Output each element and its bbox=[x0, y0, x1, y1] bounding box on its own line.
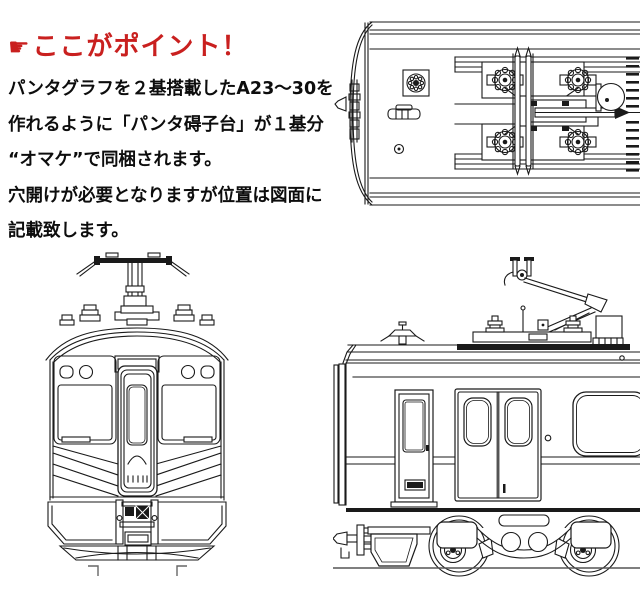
roof-pantograph-assembly bbox=[481, 46, 640, 176]
side-view-drawing bbox=[333, 257, 640, 577]
side-double-doors bbox=[454, 388, 542, 502]
front-view-drawing bbox=[45, 252, 229, 576]
callout-heading-text: ここがポイント！ bbox=[32, 32, 249, 62]
front-center-door bbox=[117, 365, 158, 497]
front-body bbox=[49, 355, 225, 501]
roof-walkway-dashes bbox=[626, 57, 639, 172]
pointing-finger-icon: ☛ bbox=[8, 33, 31, 61]
roof-vents bbox=[387, 69, 430, 155]
side-cab-door bbox=[390, 389, 438, 508]
side-coupler-skirt bbox=[333, 524, 431, 567]
front-pantograph bbox=[76, 252, 190, 313]
side-roof-antenna bbox=[380, 321, 425, 345]
side-bogie bbox=[428, 514, 620, 577]
side-pantograph bbox=[457, 257, 630, 350]
callout-line: “オマケ”で同梱されます。 bbox=[8, 150, 222, 170]
front-roof bbox=[45, 304, 229, 363]
callout-body: パンタグラフを２基搭載したA23～30を 作れるように「パンタ碍子台」が１基分 … bbox=[8, 72, 338, 250]
front-skirt bbox=[47, 499, 227, 561]
callout-heading: ☛ここがポイント！ bbox=[8, 26, 338, 63]
callout-line: 穴開けが必要となりますが位置は図面に bbox=[8, 185, 323, 206]
roof-body-outline bbox=[334, 21, 640, 206]
roof-top-view-drawing bbox=[334, 21, 640, 206]
crop-marks bbox=[88, 565, 187, 576]
callout-line: パンタグラフを２基搭載したA23～30を bbox=[8, 79, 334, 99]
callout-line: 作れるように「パンタ碍子台」が１基分 bbox=[8, 114, 324, 135]
side-window bbox=[572, 391, 640, 457]
callout-block: ☛ここがポイント！ パンタグラフを２基搭載したA23～30を 作れるように「パン… bbox=[8, 26, 338, 250]
callout-line: 記載致します。 bbox=[8, 221, 129, 241]
